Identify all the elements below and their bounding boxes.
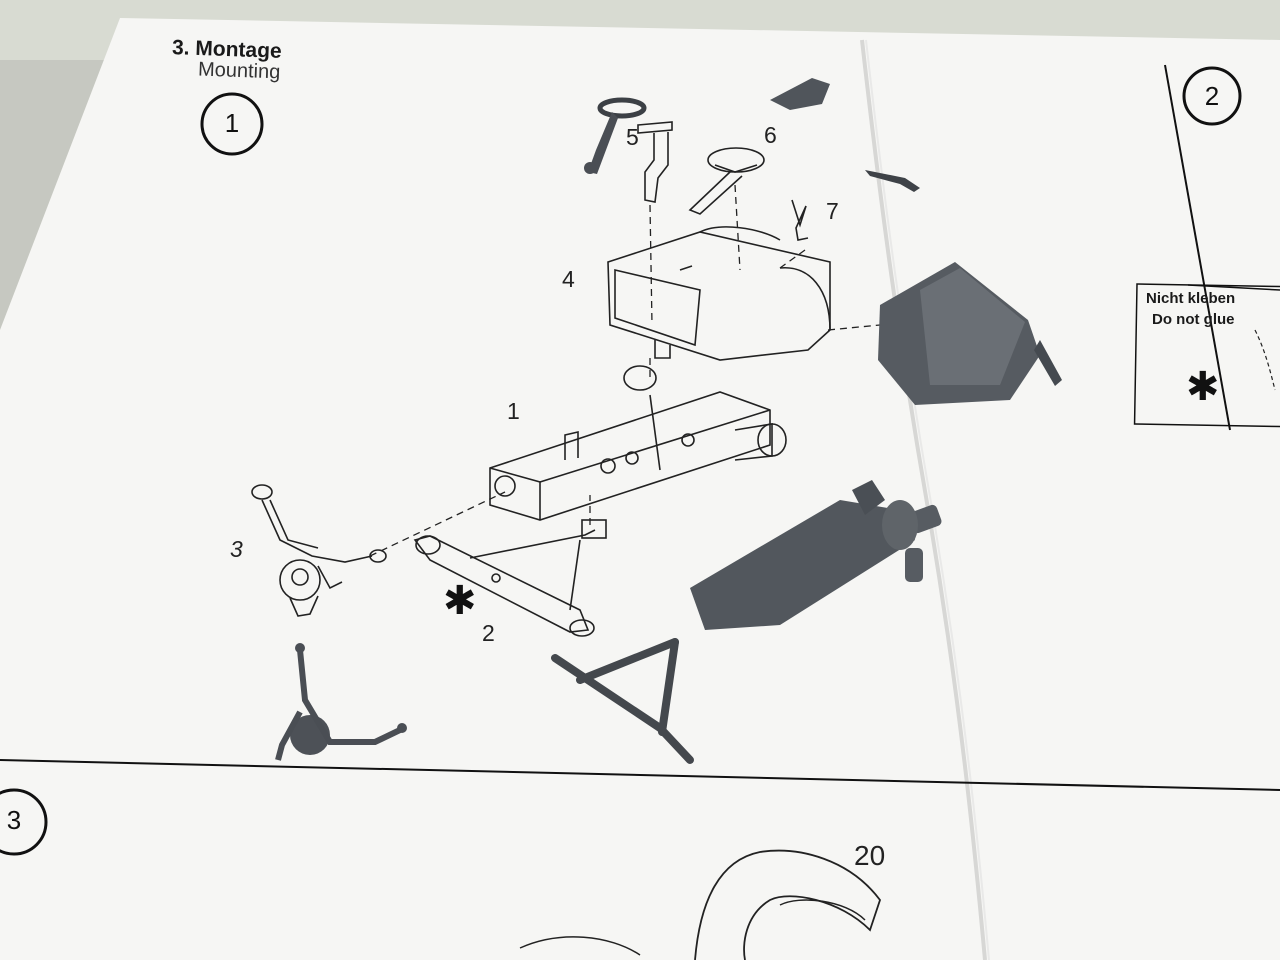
instruction-sheet [0, 18, 1280, 960]
part-4-drawing [607, 226, 831, 361]
plastic-pin-part [865, 170, 920, 192]
part-20-drawing [694, 849, 882, 960]
glue-marker-asterisk: ✱ [443, 579, 477, 623]
step-divider-horizontal [0, 759, 1280, 791]
part-label-6: 6 [764, 122, 777, 148]
plastic-lever-part [770, 78, 830, 110]
warning-text-english: Do not glue [1152, 311, 1235, 328]
part-1-drawing [489, 365, 787, 521]
part-label-5: 5 [626, 124, 639, 150]
step-number-current: 1 [224, 108, 240, 138]
warning-text-german: Nicht kleben [1146, 290, 1236, 307]
plastic-steering-wheel-part [584, 97, 647, 174]
part-label-3: 3 [230, 536, 243, 562]
step-circle-3 [0, 788, 48, 856]
step-number-following: 3 [6, 805, 22, 835]
section-subtitle: Mounting [197, 58, 281, 84]
part-label-4: 4 [562, 266, 575, 292]
plastic-a-frame-part [551, 638, 694, 764]
plastic-steering-arm-part [275, 643, 407, 761]
part-label-2: 2 [482, 620, 495, 646]
warning-box [1133, 283, 1280, 428]
part-3-drawing [251, 484, 387, 617]
part-label-1: 1 [507, 398, 520, 424]
plastic-seat-part [878, 262, 1062, 405]
part-label-7: 7 [826, 198, 839, 224]
step-circle-1 [200, 92, 264, 156]
warning-asterisk-icon: ✱ [1186, 365, 1220, 409]
step-number-next: 2 [1204, 81, 1220, 111]
parts-5-6-7-drawing [637, 121, 809, 241]
step-divider-vertical [1164, 64, 1231, 431]
part-label-20: 20 [854, 840, 886, 871]
assembly-dashed-lines [369, 184, 881, 557]
plastic-axle-part [690, 480, 942, 630]
step-circle-2 [1182, 66, 1242, 126]
part-2-drawing [413, 519, 607, 637]
